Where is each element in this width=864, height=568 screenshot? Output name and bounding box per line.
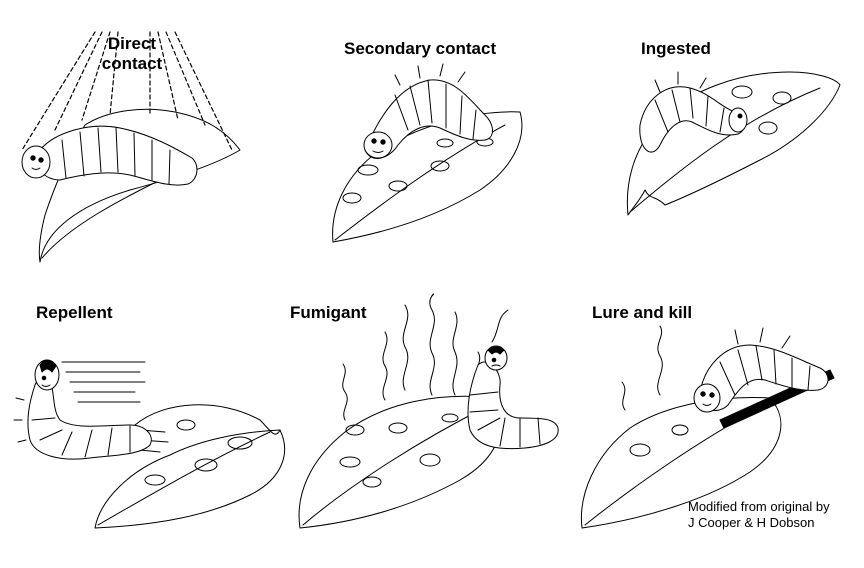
caterpillar <box>13 359 152 460</box>
caterpillar <box>639 71 748 153</box>
panel-repellent-drawing <box>13 359 285 529</box>
panel-direct-contact-drawing <box>21 31 241 263</box>
panel-lure-and-kill-drawing <box>580 325 835 529</box>
panel-label-direct-contact-line1: Direct <box>107 34 157 53</box>
caterpillar <box>363 63 493 159</box>
leaf <box>332 111 523 243</box>
credit-note: Modified from original by J Cooper & H D… <box>688 499 830 531</box>
panel-label-ingested: Ingested <box>641 39 711 58</box>
credit-line-1: Modified from original by <box>688 499 830 514</box>
caterpillar <box>693 327 829 413</box>
spray-lines <box>21 31 233 151</box>
panel-label-lure-and-kill: Lure and kill <box>592 303 693 322</box>
leaf <box>94 404 285 529</box>
panel-label-direct-contact: Direct contact <box>92 34 172 74</box>
panel-ingested-drawing <box>626 71 841 216</box>
credit-line-2: J Cooper & H Dobson <box>688 515 815 530</box>
fume-lines <box>342 293 509 421</box>
lure-scent-lines <box>621 325 663 411</box>
panel-label-secondary-contact: Secondary contact <box>344 39 497 58</box>
leaf <box>38 108 241 263</box>
panel-secondary-contact-drawing <box>332 63 523 243</box>
panel-label-fumigant: Fumigant <box>290 303 367 322</box>
panel-fumigant-drawing <box>298 293 559 529</box>
panel-label-repellent: Repellent <box>36 303 113 322</box>
panel-label-direct-contact-line2: contact <box>101 54 163 73</box>
caterpillar <box>21 125 198 186</box>
caterpillar <box>467 345 559 450</box>
